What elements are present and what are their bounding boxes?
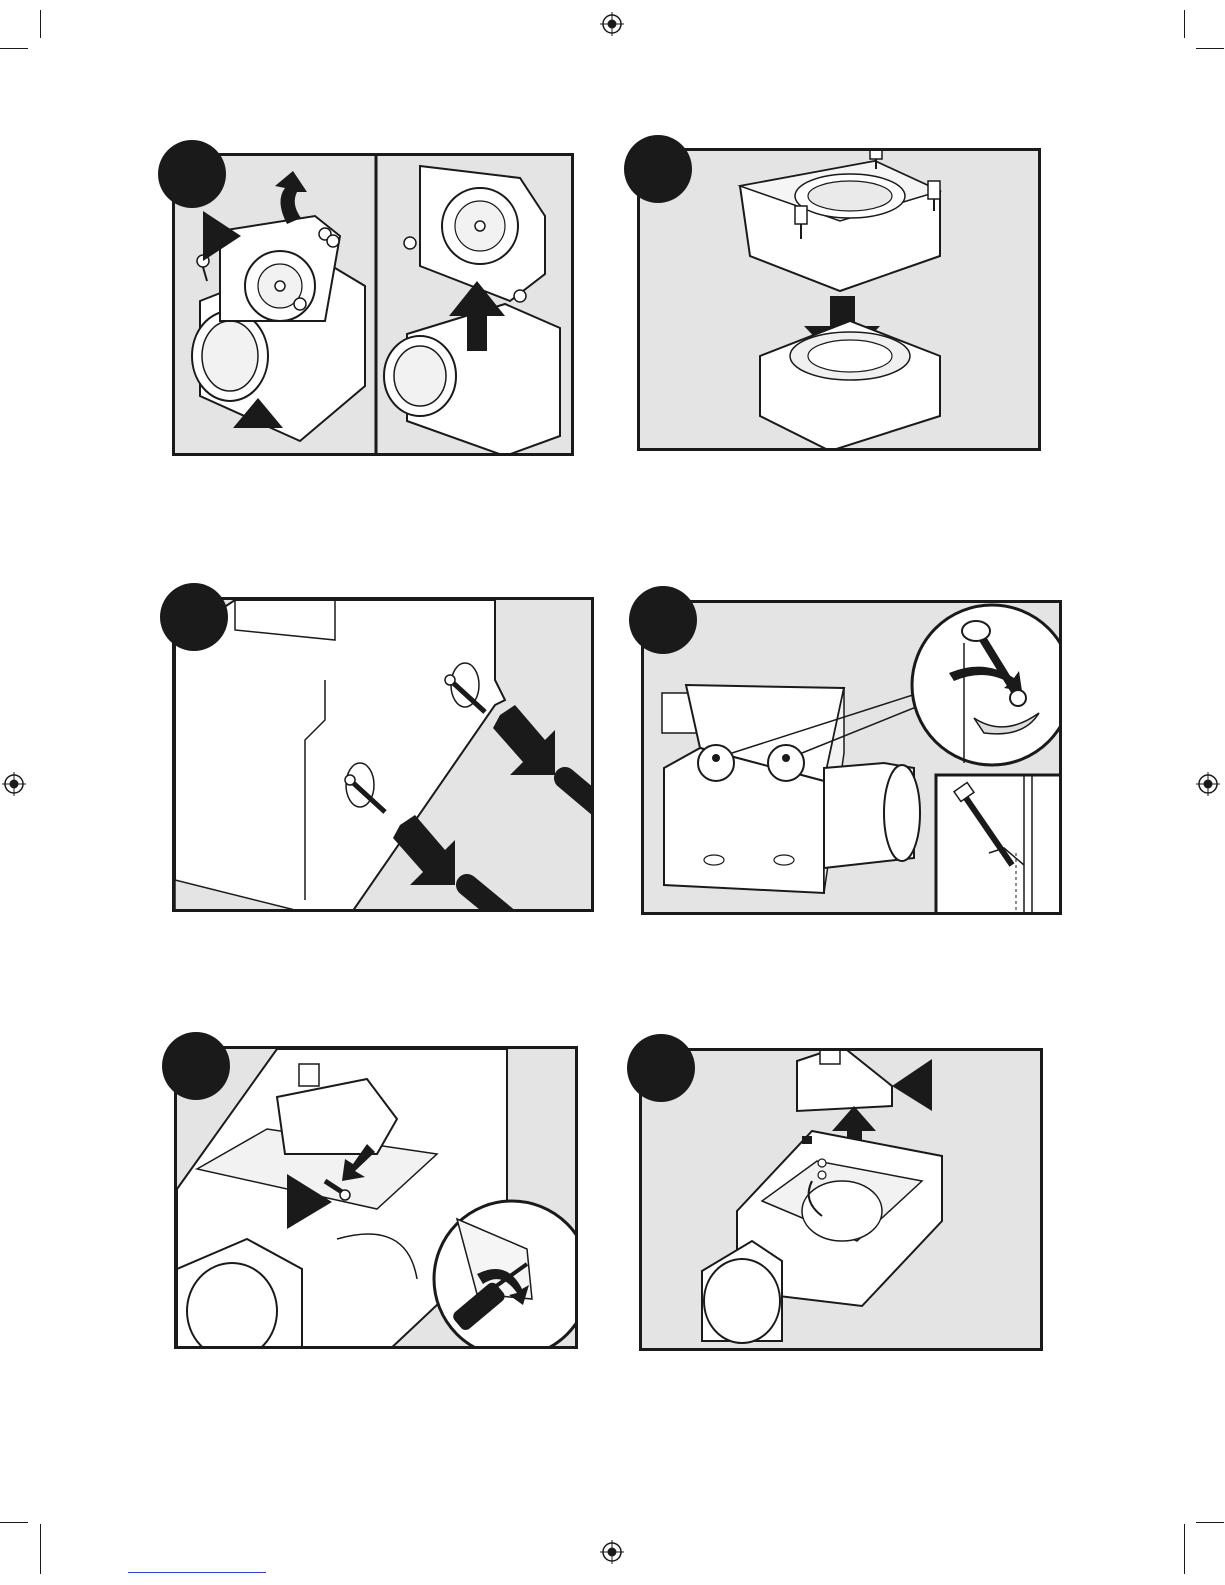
step-6-badge bbox=[627, 1034, 695, 1102]
registration-mark-icon bbox=[2, 772, 26, 796]
step-4-panel bbox=[641, 600, 1062, 915]
step-5-panel bbox=[174, 1046, 578, 1349]
crop-mark bbox=[1184, 1524, 1185, 1574]
step-6-panel bbox=[639, 1048, 1043, 1351]
magnifier-detail-icon bbox=[912, 605, 1062, 765]
wall-anchor-icon bbox=[467, 885, 507, 912]
step-2-badge bbox=[624, 135, 692, 203]
fan-housing-icon bbox=[175, 156, 574, 456]
footer-link-underline bbox=[128, 1572, 266, 1573]
screw-icon bbox=[294, 298, 306, 310]
crop-mark bbox=[0, 48, 28, 49]
step-2-panel bbox=[637, 148, 1041, 451]
wall-anchor-icon bbox=[565, 778, 594, 820]
magnifier-detail-icon bbox=[434, 1201, 578, 1349]
registration-mark-icon bbox=[1196, 772, 1220, 796]
registration-mark-icon bbox=[600, 12, 624, 36]
fan-housing-icon bbox=[644, 603, 1062, 915]
step-3-panel bbox=[172, 597, 594, 912]
screw-icon bbox=[514, 290, 526, 302]
junction-box-icon bbox=[177, 1049, 578, 1349]
step-1-panel bbox=[172, 153, 574, 456]
step-3-badge bbox=[160, 583, 228, 651]
registration-mark-icon bbox=[600, 1540, 624, 1564]
arrow-down-icon bbox=[393, 815, 455, 885]
crop-mark bbox=[40, 1524, 41, 1574]
screw-cross-section-icon bbox=[936, 775, 1062, 915]
junction-box-icon bbox=[642, 1051, 1043, 1351]
crop-mark bbox=[0, 1522, 28, 1523]
crop-mark bbox=[1196, 1522, 1224, 1523]
pointer-triangle-icon bbox=[892, 1059, 932, 1111]
step-4-badge bbox=[629, 586, 697, 654]
screw-icon bbox=[404, 237, 416, 249]
step-5-badge bbox=[162, 1032, 230, 1100]
crop-mark bbox=[1184, 10, 1185, 38]
blower-assembly-icon bbox=[640, 151, 1041, 451]
arrow-down-icon bbox=[493, 705, 555, 775]
housing-wall-icon bbox=[175, 600, 594, 912]
crop-mark bbox=[40, 10, 41, 38]
crop-mark bbox=[1196, 48, 1224, 49]
step-1-badge bbox=[158, 140, 226, 208]
fan-housing-icon bbox=[702, 1131, 942, 1343]
